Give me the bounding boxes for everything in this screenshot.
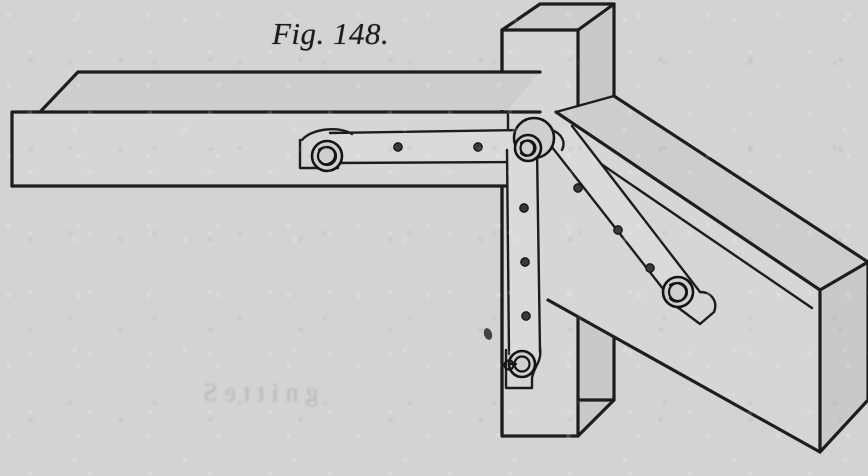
diagonal-strap	[546, 124, 717, 326]
strap-hole	[613, 225, 623, 235]
vertical-strap	[504, 148, 542, 390]
brace-top-face	[556, 96, 868, 290]
figure-caption: Fig. 148.	[272, 16, 390, 51]
ink-speck	[483, 328, 493, 340]
strap-hole	[519, 203, 529, 213]
bolt-head-bottom	[503, 349, 537, 379]
hub-shoulder	[550, 128, 565, 152]
diagonal-strap-lower-edge	[546, 140, 680, 310]
diagonal-strap-lug	[674, 290, 717, 326]
horizontal-beam	[10, 70, 542, 188]
horizontal-strap-bottom-edge	[330, 160, 528, 165]
diagonal-strap-upper-edge	[570, 124, 702, 294]
horizontal-strap-top-edge	[328, 128, 526, 135]
strap-hole	[520, 257, 530, 267]
brace-head-edge	[554, 94, 616, 114]
bolt-head-left	[310, 139, 344, 173]
strap-hole	[573, 183, 583, 193]
horizontal-strap-body	[330, 130, 526, 163]
beam-front-face	[12, 112, 508, 186]
brace-end-face	[820, 262, 868, 452]
horizontal-strap	[298, 128, 528, 170]
beam-top-face	[40, 72, 540, 110]
strap-hole	[393, 142, 403, 152]
strap-hole	[521, 311, 531, 321]
strap-hole	[645, 263, 655, 273]
central-hub	[512, 116, 565, 163]
vertical-strap-right-edge	[535, 148, 542, 354]
vertical-strap-left-edge	[505, 148, 511, 356]
brace-inner-face-line	[564, 138, 814, 310]
brace-outline-upper	[546, 94, 868, 454]
vertical-strap-body	[507, 150, 540, 354]
diagonal-strap-body	[548, 126, 700, 308]
strap-hole	[473, 142, 483, 152]
horizontal-strap-lug-curve	[300, 128, 354, 142]
bolt-head-lower-right	[661, 275, 695, 309]
